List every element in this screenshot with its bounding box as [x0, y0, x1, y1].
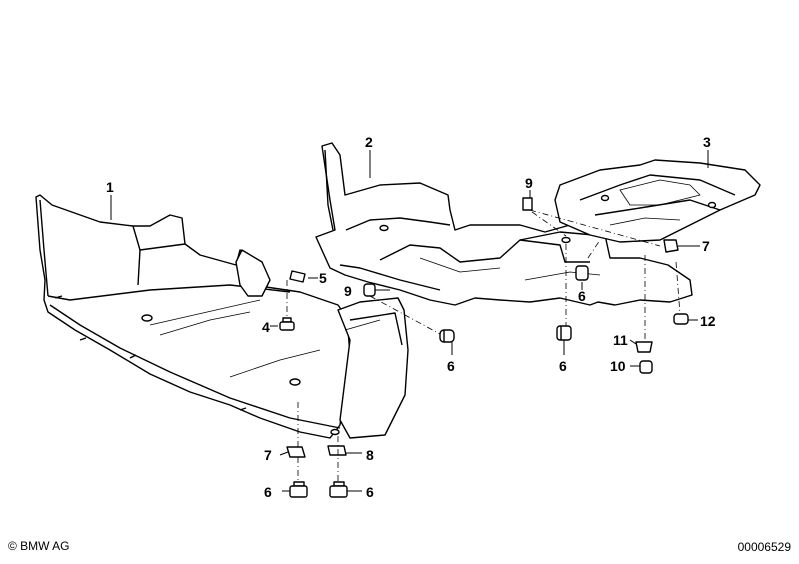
callout-1: 1	[106, 179, 114, 195]
callout-10: 10	[610, 358, 626, 374]
callout-6-mid: 6	[578, 288, 586, 304]
callout-9-left: 9	[344, 283, 352, 299]
callout-11: 11	[613, 332, 628, 348]
callout-7-right: 7	[702, 238, 710, 254]
callout-6-bottom-right: 6	[366, 484, 374, 500]
callout-7-bottom: 7	[264, 447, 272, 463]
callout-6-center: 6	[447, 358, 455, 374]
bracket	[235, 249, 271, 297]
fastener-9-top	[522, 197, 533, 211]
fastener-4	[279, 317, 295, 331]
leader-lines	[110, 150, 709, 492]
callout-3: 3	[703, 134, 711, 150]
callout-12: 12	[700, 313, 716, 329]
fastener-6-bolt-mid	[575, 265, 589, 281]
callout-6-bottom-left: 6	[264, 484, 272, 500]
fastener-12-bolt	[673, 313, 689, 325]
callout-6-lower: 6	[559, 358, 567, 374]
part-3-rear-undertray	[554, 159, 761, 243]
fastener-6-bolt-bottom-left	[289, 481, 308, 498]
callout-5: 5	[319, 270, 327, 286]
fastener-10-bolt	[639, 360, 653, 374]
fastener-5-clip	[289, 270, 306, 283]
part-2-central-undertray	[315, 142, 693, 306]
fastener-6-nut-lower	[556, 325, 572, 341]
fastener-9-left	[363, 283, 376, 297]
part-1-side-deflector	[337, 297, 409, 439]
fastener-11-clip	[635, 341, 653, 353]
fastener-6-bolt-bottom-right	[329, 481, 348, 498]
part-1-front-underbody-panel	[35, 194, 351, 439]
fastener-7-clip-bottom	[286, 446, 306, 458]
fastener-8-clip	[327, 445, 347, 456]
callout-2: 2	[365, 134, 373, 150]
callout-8: 8	[366, 447, 374, 463]
callout-4: 4	[262, 319, 270, 335]
fastener-7-clip-right	[663, 239, 679, 253]
copyright-text: © BMW AG	[8, 539, 70, 553]
reference-number: 00006529	[737, 540, 791, 554]
callout-9-top: 9	[525, 175, 533, 191]
fastener-6-bolt-center	[439, 329, 455, 343]
alignment-lines	[286, 209, 681, 482]
